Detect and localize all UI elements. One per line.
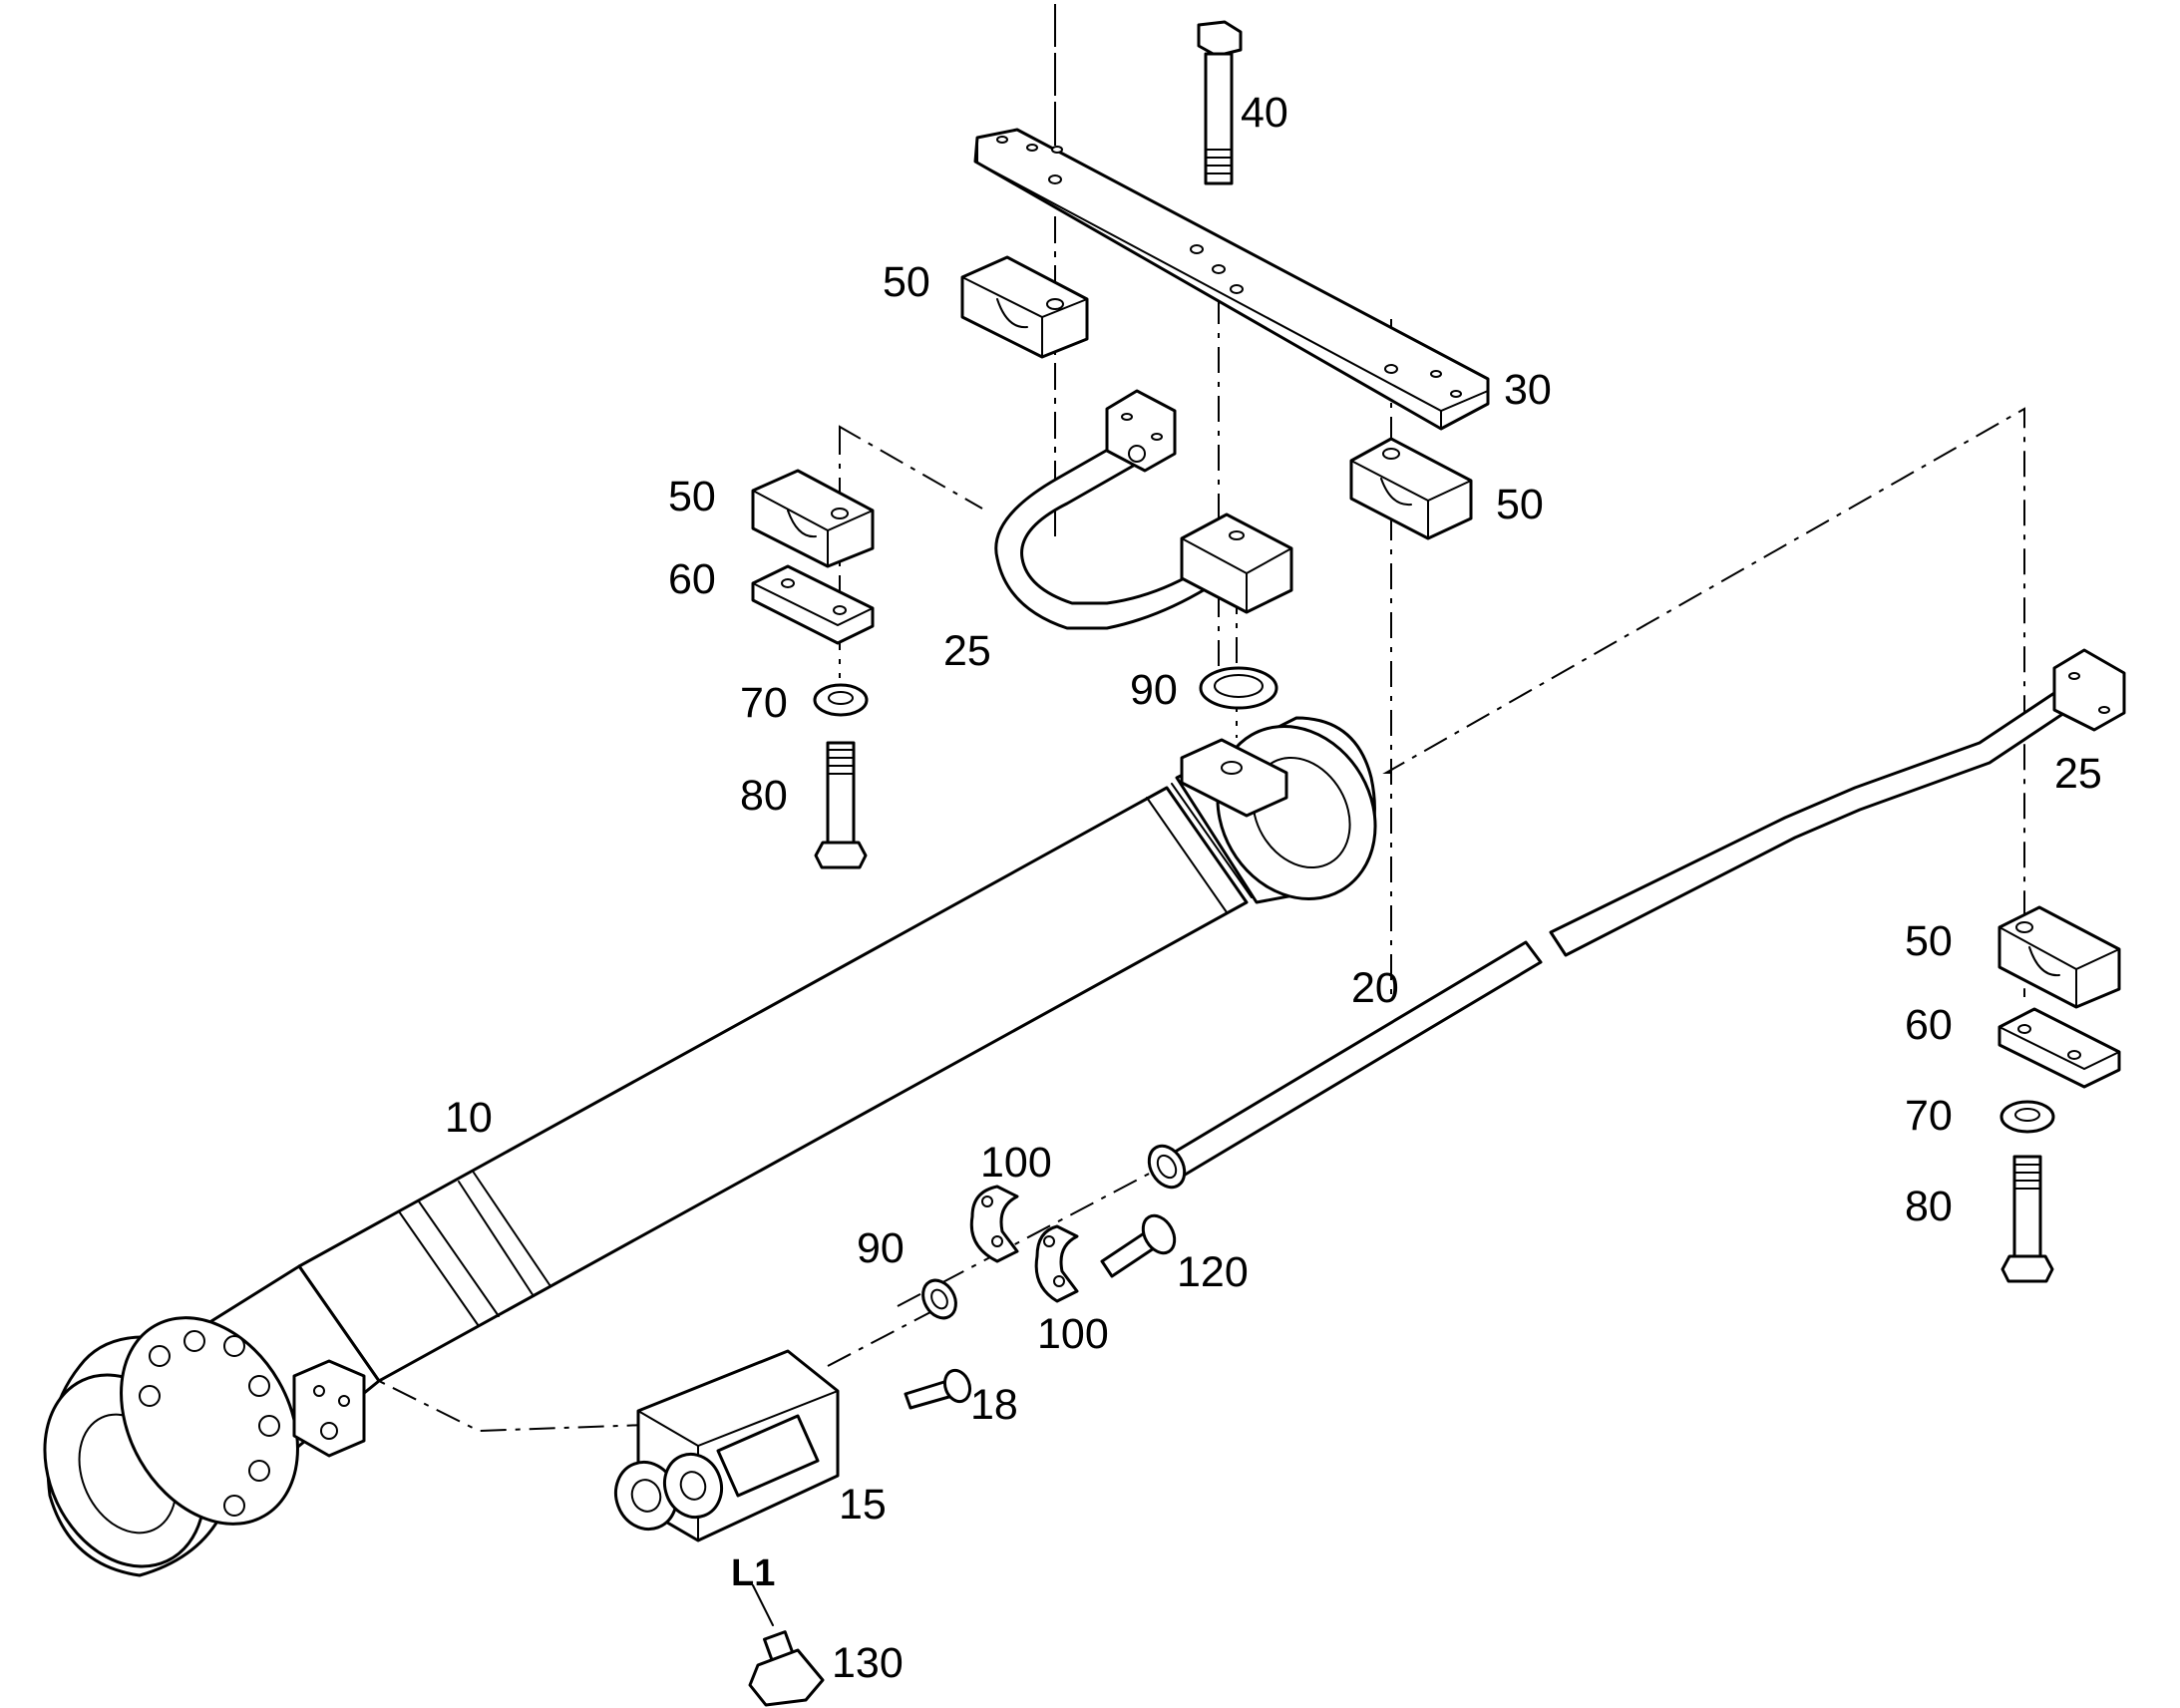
bolt-part-40 — [1197, 20, 1243, 185]
callout-25-top: 25 — [943, 627, 991, 675]
callout-100-bottom: 100 — [1037, 1310, 1109, 1358]
clamp-block-part-50-mid — [1349, 437, 1473, 540]
pipe-part-25-top — [994, 389, 1293, 630]
callout-60-right: 60 — [1905, 1001, 1953, 1049]
plate-part-60-right — [1998, 1007, 2121, 1089]
callout-50-top: 50 — [883, 258, 930, 306]
callout-130: 130 — [832, 1639, 904, 1687]
clamp-block-part-50-top — [960, 255, 1089, 359]
callout-20: 20 — [1351, 964, 1399, 1012]
hydraulic-cylinder-part-10 — [43, 716, 1377, 1577]
callout-80-right: 80 — [1905, 1183, 1953, 1230]
bolt-part-80-right — [2000, 1155, 2054, 1283]
callout-40: 40 — [1241, 89, 1288, 137]
callout-30: 30 — [1504, 366, 1552, 414]
callout-L1: L1 — [731, 1552, 775, 1594]
callout-18: 18 — [970, 1381, 1018, 1429]
plate-part-60-left — [751, 564, 875, 645]
callout-80-left: 80 — [740, 772, 788, 820]
cap-screw-part-18 — [904, 1368, 972, 1410]
callout-25-right: 25 — [2054, 750, 2102, 798]
callout-70-right: 70 — [1905, 1092, 1953, 1140]
split-flange-part-100-bottom — [1034, 1224, 1079, 1303]
callout-15: 15 — [839, 1481, 887, 1529]
seal-ring-part-90-bottom — [921, 1278, 957, 1320]
cap-screw-part-120 — [1100, 1213, 1177, 1278]
callout-90-top: 90 — [1130, 666, 1178, 714]
pipe-part-20 — [1147, 648, 2126, 1190]
callout-60-left: 60 — [668, 555, 716, 603]
fitting-part-130 — [748, 1584, 825, 1707]
callout-100-top: 100 — [980, 1139, 1052, 1187]
callout-70-left: 70 — [740, 679, 788, 727]
split-flange-part-100-top — [969, 1185, 1019, 1263]
callout-90-bottom: 90 — [857, 1224, 905, 1272]
seal-ring-part-90-top — [1199, 666, 1278, 710]
clamp-block-part-50-left — [751, 469, 875, 568]
bolt-part-80-left — [814, 741, 868, 869]
clamp-block-part-50-right — [1998, 905, 2121, 1009]
callout-50-left: 50 — [668, 473, 716, 520]
washer-part-70-right — [1999, 1100, 2055, 1134]
callout-50-mid: 50 — [1496, 481, 1544, 528]
callout-labels: 10 15 18 20 25 25 30 40 50 50 50 50 60 6… — [445, 89, 2102, 1687]
valve-block-part-15 — [614, 1349, 840, 1542]
callout-120: 120 — [1177, 1248, 1249, 1296]
callout-50-right: 50 — [1905, 917, 1953, 965]
washer-part-70-left — [813, 683, 869, 717]
plate-part-30 — [973, 128, 1490, 431]
callout-10: 10 — [445, 1094, 493, 1142]
